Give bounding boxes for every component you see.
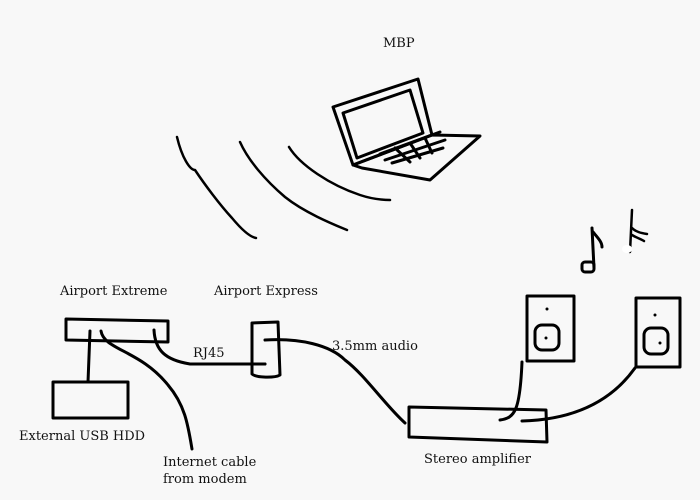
- amplifier-icon: [407, 360, 637, 444]
- airport-express-label: Airport Express: [214, 284, 318, 299]
- mbp-label: MBP: [383, 36, 415, 51]
- speaker-icon: [634, 296, 682, 369]
- wifi-bridge-icon: [246, 320, 407, 425]
- hard-drive-icon: [51, 380, 130, 420]
- router-icon: [64, 317, 267, 451]
- speaker-icon: [525, 294, 576, 363]
- external-hdd-label: External USB HDD: [19, 429, 146, 444]
- airport-extreme-label: Airport Extreme: [60, 284, 168, 299]
- music-note-icon: [622, 208, 649, 254]
- audio-cable-label: 3.5mm audio: [332, 339, 418, 354]
- wireless-waves-icon: [175, 135, 392, 240]
- internet-cable-label: Internet cable: [163, 455, 257, 470]
- laptop-icon: [331, 77, 482, 182]
- music-note-icon: [580, 226, 604, 274]
- internet-cable-label-line2: from modem: [163, 472, 247, 487]
- rj45-label: RJ45: [193, 346, 225, 361]
- amplifier-label: Stereo amplifier: [424, 452, 531, 467]
